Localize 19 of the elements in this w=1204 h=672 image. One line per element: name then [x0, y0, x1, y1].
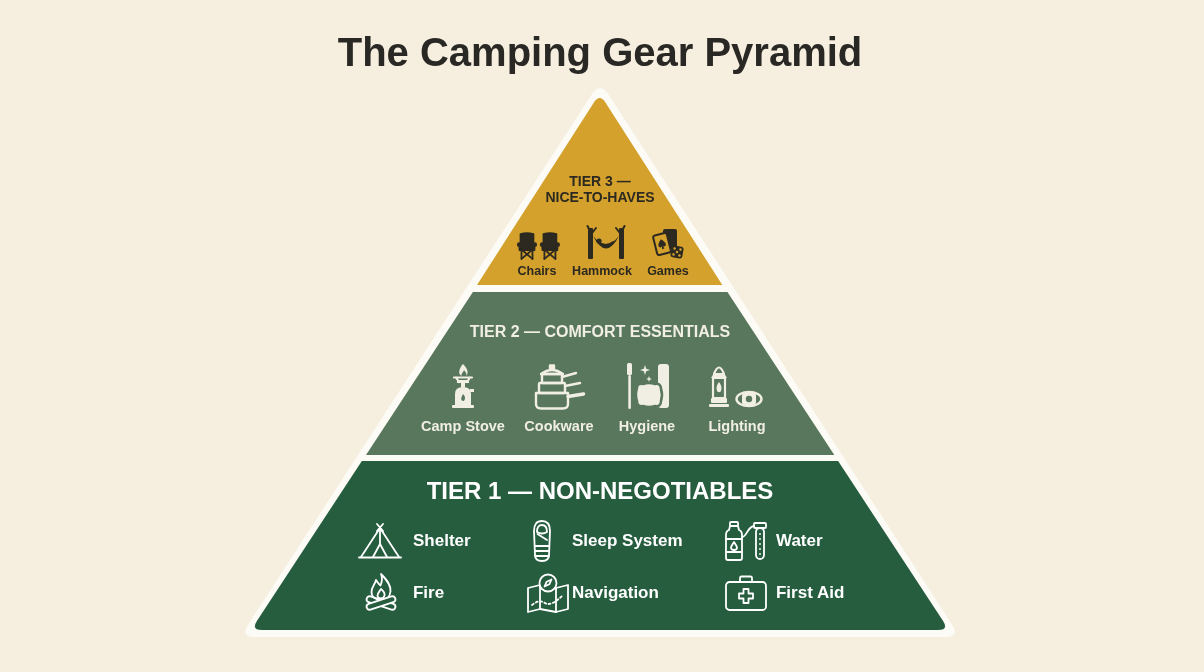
gear-label: Camp Stove	[421, 417, 505, 435]
tier-heading: TIER 1 — NON-NEGOTIABLES	[426, 477, 774, 505]
gear-label: Cookware	[524, 417, 594, 435]
gear-label: Hammock	[572, 263, 632, 279]
gear-label: Games	[647, 263, 689, 279]
gear-label: Hygiene	[618, 417, 676, 435]
tier-heading: TIER 2 — COMFORT ESSENTIALS	[469, 322, 731, 342]
gear-label: Navigation	[572, 583, 659, 603]
gear-label: Water	[776, 531, 823, 551]
gear-label: Sleep System	[572, 531, 683, 551]
gear-label: First Aid	[776, 583, 845, 603]
pyramid-tier	[477, 98, 723, 285]
gear-label: Chairs	[517, 263, 557, 279]
tier-heading: TIER 3 — NICE-TO-HAVES	[545, 172, 655, 206]
gear-label: Lighting	[708, 417, 766, 435]
gear-label: Shelter	[413, 531, 471, 551]
gear-label: Fire	[413, 583, 445, 603]
page-title: The Camping Gear Pyramid	[337, 30, 863, 74]
pyramid-tier	[365, 292, 835, 455]
